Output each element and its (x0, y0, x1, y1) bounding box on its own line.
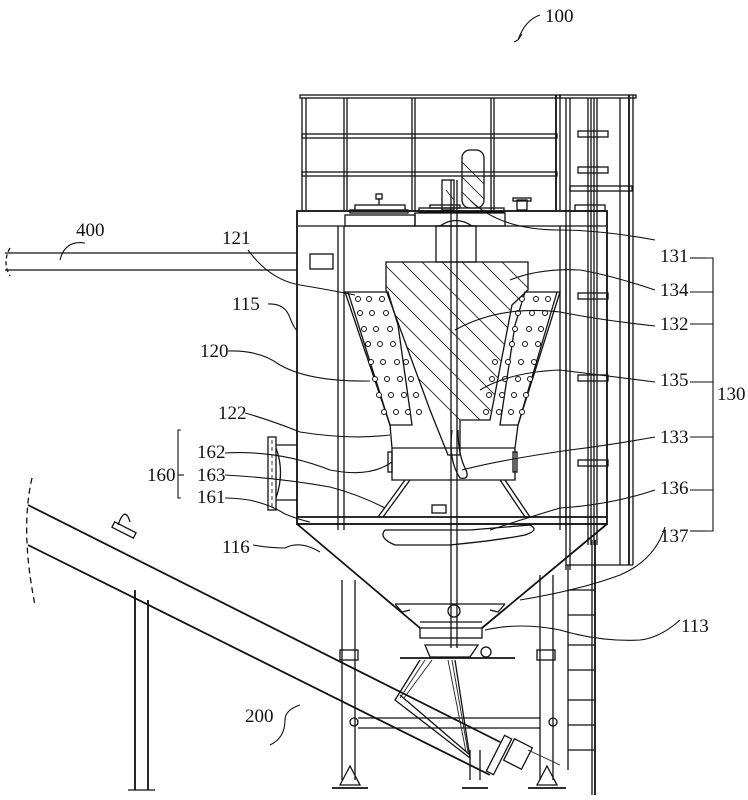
label-400: 400 (76, 220, 105, 241)
label-132: 132 (660, 314, 689, 335)
screen-basket-120 (344, 291, 561, 481)
label-122: 122 (218, 403, 247, 424)
drive-motor (441, 149, 485, 211)
central-shaft-132 (447, 180, 468, 648)
label-200: 200 (245, 706, 274, 727)
label-120: 120 (200, 341, 229, 362)
leader-lines (59, 14, 714, 746)
screw-conveyor-200 (26, 477, 561, 776)
reference-labels: 100 400 121 115 120 122 162 163 161 160 … (76, 6, 746, 727)
label-115: 115 (232, 294, 260, 315)
sight-glass-160 (267, 436, 297, 511)
label-131: 131 (660, 246, 689, 267)
label-161: 161 (197, 487, 226, 508)
lower-struts (377, 479, 535, 546)
label-130: 130 (717, 384, 746, 405)
label-160: 160 (147, 465, 176, 486)
label-100: 100 (545, 6, 574, 27)
label-116: 116 (222, 537, 250, 558)
side-ladder (559, 94, 637, 795)
rotor-core (385, 219, 529, 456)
label-136: 136 (660, 478, 689, 499)
top-railing (299, 94, 561, 210)
label-121: 121 (222, 228, 251, 249)
label-135: 135 (660, 370, 689, 391)
screen-holes (355, 296, 551, 415)
label-134: 134 (660, 280, 689, 301)
label-137: 137 (660, 526, 689, 547)
label-133: 133 (660, 427, 689, 448)
label-163: 163 (197, 465, 226, 486)
label-162: 162 (197, 442, 226, 463)
feed-pipe-400 (5, 247, 297, 277)
support-legs (128, 575, 566, 791)
conical-hopper-116 (296, 523, 608, 659)
label-113: 113 (681, 616, 709, 637)
